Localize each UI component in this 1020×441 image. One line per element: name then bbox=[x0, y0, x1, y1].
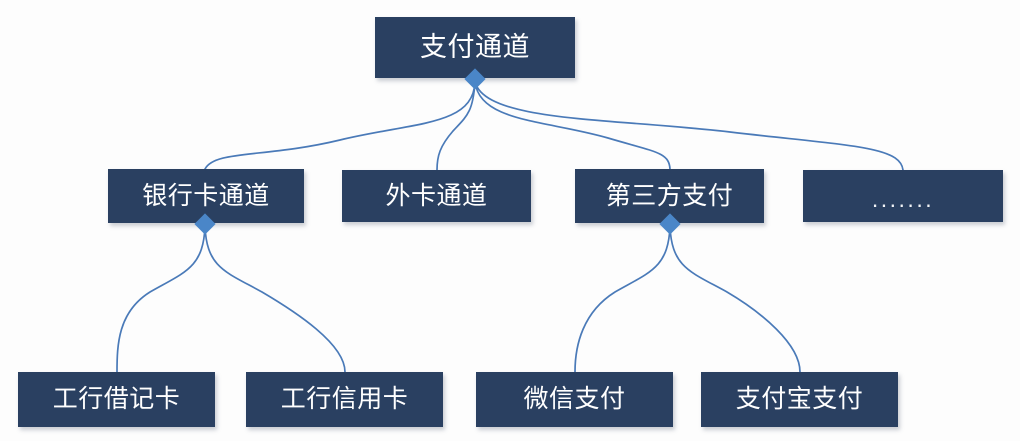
node-icbc-debit-card[interactable]: 工行借记卡 bbox=[18, 372, 215, 427]
node-root-payment-channel[interactable]: 支付通道 bbox=[375, 17, 575, 78]
node-foreign-card-channel[interactable]: 外卡通道 bbox=[342, 170, 531, 222]
node-more-ellipsis[interactable]: ....... bbox=[803, 170, 1003, 222]
node-label: 支付宝支付 bbox=[735, 385, 864, 413]
node-label: 外卡通道 bbox=[385, 181, 488, 210]
node-label: 银行卡通道 bbox=[142, 181, 270, 210]
edge-root-l2a bbox=[204, 81, 476, 170]
node-label: 工行借记卡 bbox=[52, 385, 181, 413]
edge-root-l2b bbox=[436, 81, 476, 171]
node-label: 工行信用卡 bbox=[280, 385, 409, 413]
edge-root-l2c bbox=[474, 81, 671, 170]
node-alipay-pay[interactable]: 支付宝支付 bbox=[701, 372, 898, 427]
edge-l2a-l3a bbox=[116, 226, 206, 373]
edge-l2c-l3d bbox=[669, 226, 801, 373]
node-label: 第三方支付 bbox=[605, 181, 734, 210]
node-wechat-pay[interactable]: 微信支付 bbox=[476, 372, 673, 427]
node-icbc-credit-card[interactable]: 工行信用卡 bbox=[246, 372, 443, 427]
edge-l2a-l3b bbox=[204, 226, 346, 373]
edge-root-l2d bbox=[474, 81, 904, 171]
node-label: 微信支付 bbox=[523, 385, 626, 413]
edge-l2c-l3c bbox=[574, 226, 671, 373]
node-label: 支付通道 bbox=[420, 32, 530, 62]
node-label: ....... bbox=[871, 186, 935, 212]
